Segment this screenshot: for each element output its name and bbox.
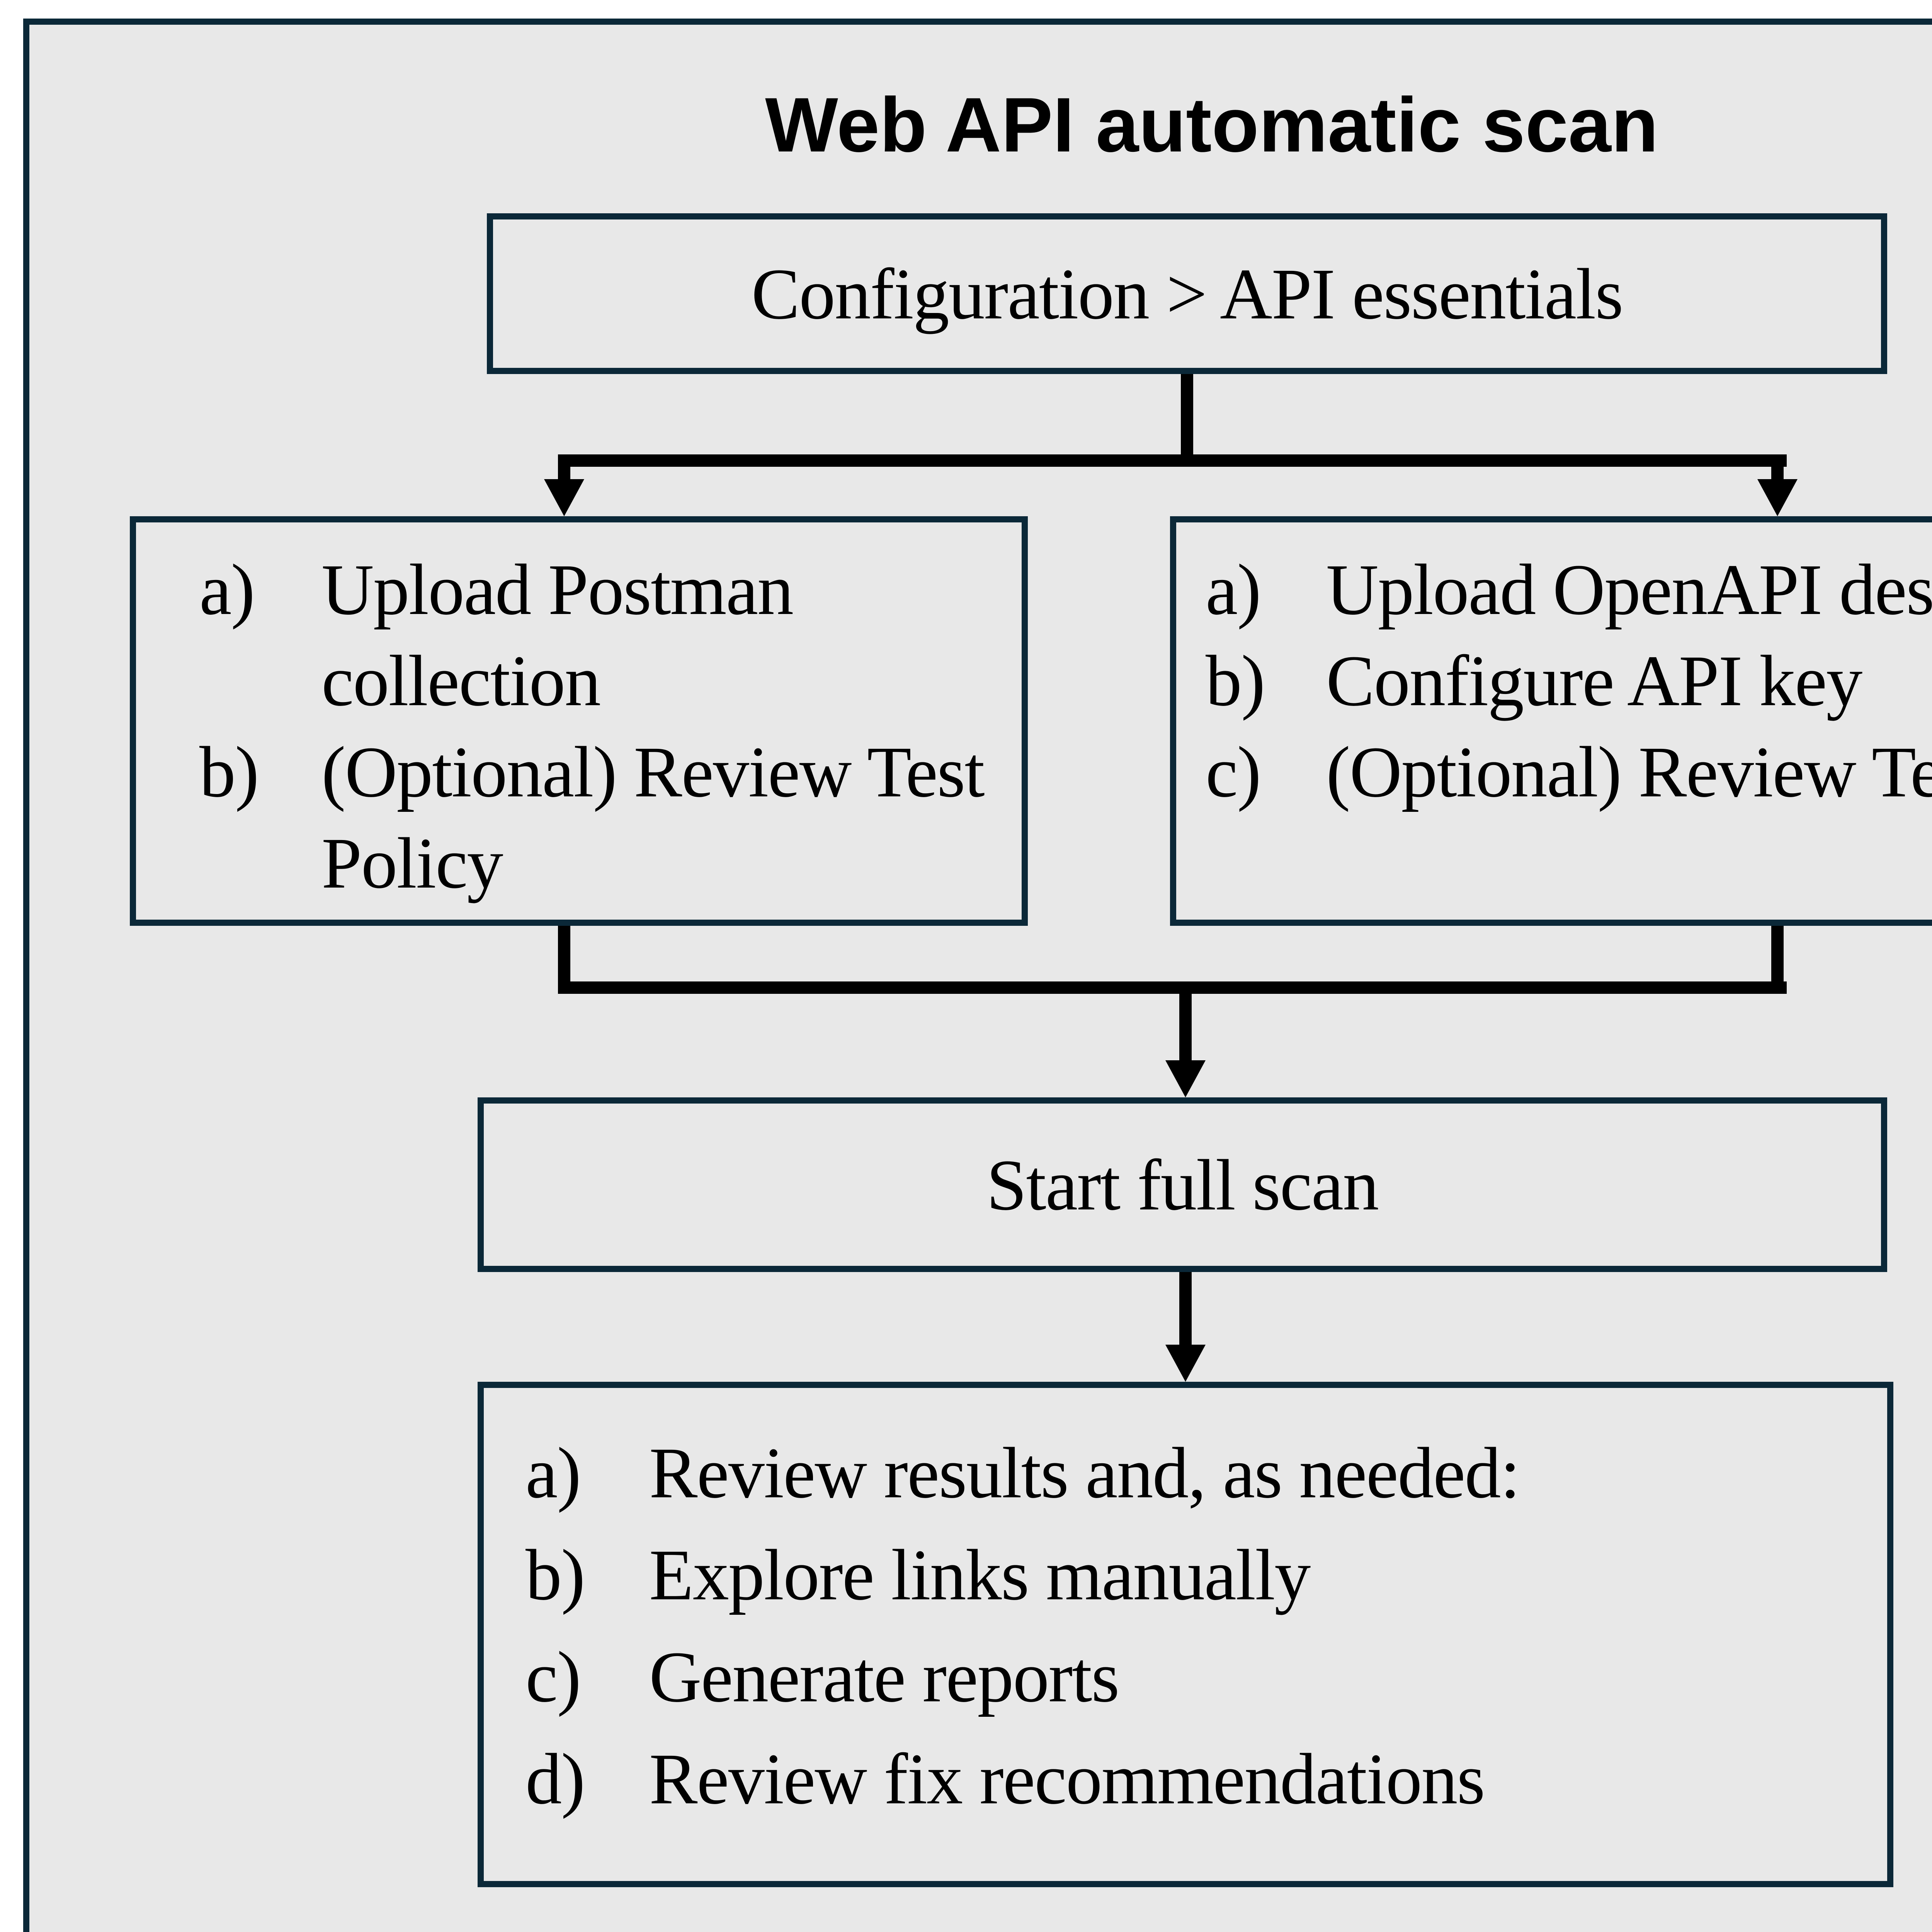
list-item-marker: d) bbox=[526, 1738, 585, 1819]
openapi-box-list: a) Upload OpenAPI description file b) Co… bbox=[1176, 522, 1932, 920]
list-item: a) Upload Postman collection bbox=[199, 544, 1000, 726]
list-item: d) Review fix recommendations bbox=[526, 1728, 1866, 1830]
connector-results-stem bbox=[1179, 1272, 1192, 1348]
connector-config-stem bbox=[1181, 374, 1193, 454]
list-item: b) Configure API key bbox=[1206, 635, 1932, 726]
list-item-text: (Optional) Review Test Policy bbox=[321, 731, 985, 903]
list-item-text: Review fix recommendations bbox=[649, 1738, 1485, 1819]
list-item-text: Explore links manually bbox=[649, 1534, 1311, 1615]
start-scan-box-label: Start full scan bbox=[986, 1144, 1379, 1225]
connector-merge-bar bbox=[558, 981, 1787, 994]
list-item-text: Configure API key bbox=[1326, 640, 1862, 721]
openapi-box: a) Upload OpenAPI description file b) Co… bbox=[1170, 516, 1932, 926]
postman-box-list: a) Upload Postman collection b) (Optiona… bbox=[136, 522, 1022, 920]
list-item: b) Explore links manually bbox=[526, 1524, 1866, 1626]
list-item-marker: c) bbox=[1206, 731, 1261, 812]
list-item-marker: a) bbox=[1206, 549, 1261, 630]
connector-merge-left-stem bbox=[558, 926, 570, 981]
config-box: Configuration > API essentials bbox=[487, 213, 1887, 374]
list-item-marker: a) bbox=[526, 1432, 581, 1513]
down-arrowhead-right bbox=[1757, 479, 1798, 516]
list-item-marker: a) bbox=[199, 549, 255, 630]
list-item-marker: b) bbox=[1206, 640, 1265, 721]
list-item-marker: b) bbox=[199, 731, 259, 812]
start-scan-box: Start full scan bbox=[478, 1097, 1887, 1272]
connector-merge-right-stem bbox=[1771, 926, 1784, 981]
list-item-text: Generate reports bbox=[649, 1636, 1119, 1717]
down-arrowhead-left bbox=[544, 479, 584, 516]
diagram-title: Web API automatic scan bbox=[765, 82, 1658, 168]
results-box: a) Review results and, as needed: b) Exp… bbox=[478, 1382, 1893, 1887]
list-item-marker: c) bbox=[526, 1636, 581, 1717]
list-item-text: Upload OpenAPI description file bbox=[1326, 549, 1932, 630]
down-arrowhead-center bbox=[1165, 1060, 1206, 1097]
list-item: c) Generate reports bbox=[526, 1626, 1866, 1728]
list-item: a) Review results and, as needed: bbox=[526, 1422, 1866, 1524]
list-item-marker: b) bbox=[526, 1534, 585, 1615]
connector-branch-bar bbox=[558, 454, 1787, 467]
diagram-frame: Web API automatic scan Configuration > A… bbox=[23, 19, 1932, 1932]
down-arrowhead-results bbox=[1165, 1345, 1206, 1382]
connector-merge-center-stem bbox=[1179, 994, 1192, 1062]
results-box-list: a) Review results and, as needed: b) Exp… bbox=[484, 1388, 1887, 1881]
config-box-label: Configuration > API essentials bbox=[751, 253, 1624, 334]
list-item-text: (Optional) Review Test Policy bbox=[1326, 731, 1932, 812]
list-item-text: Upload Postman collection bbox=[321, 549, 794, 721]
list-item: a) Upload OpenAPI description file bbox=[1206, 544, 1932, 635]
list-item: c) (Optional) Review Test Policy bbox=[1206, 726, 1932, 818]
postman-box: a) Upload Postman collection b) (Optiona… bbox=[130, 516, 1028, 926]
list-item: b) (Optional) Review Test Policy bbox=[199, 726, 1000, 909]
list-item-text: Review results and, as needed: bbox=[649, 1432, 1520, 1513]
